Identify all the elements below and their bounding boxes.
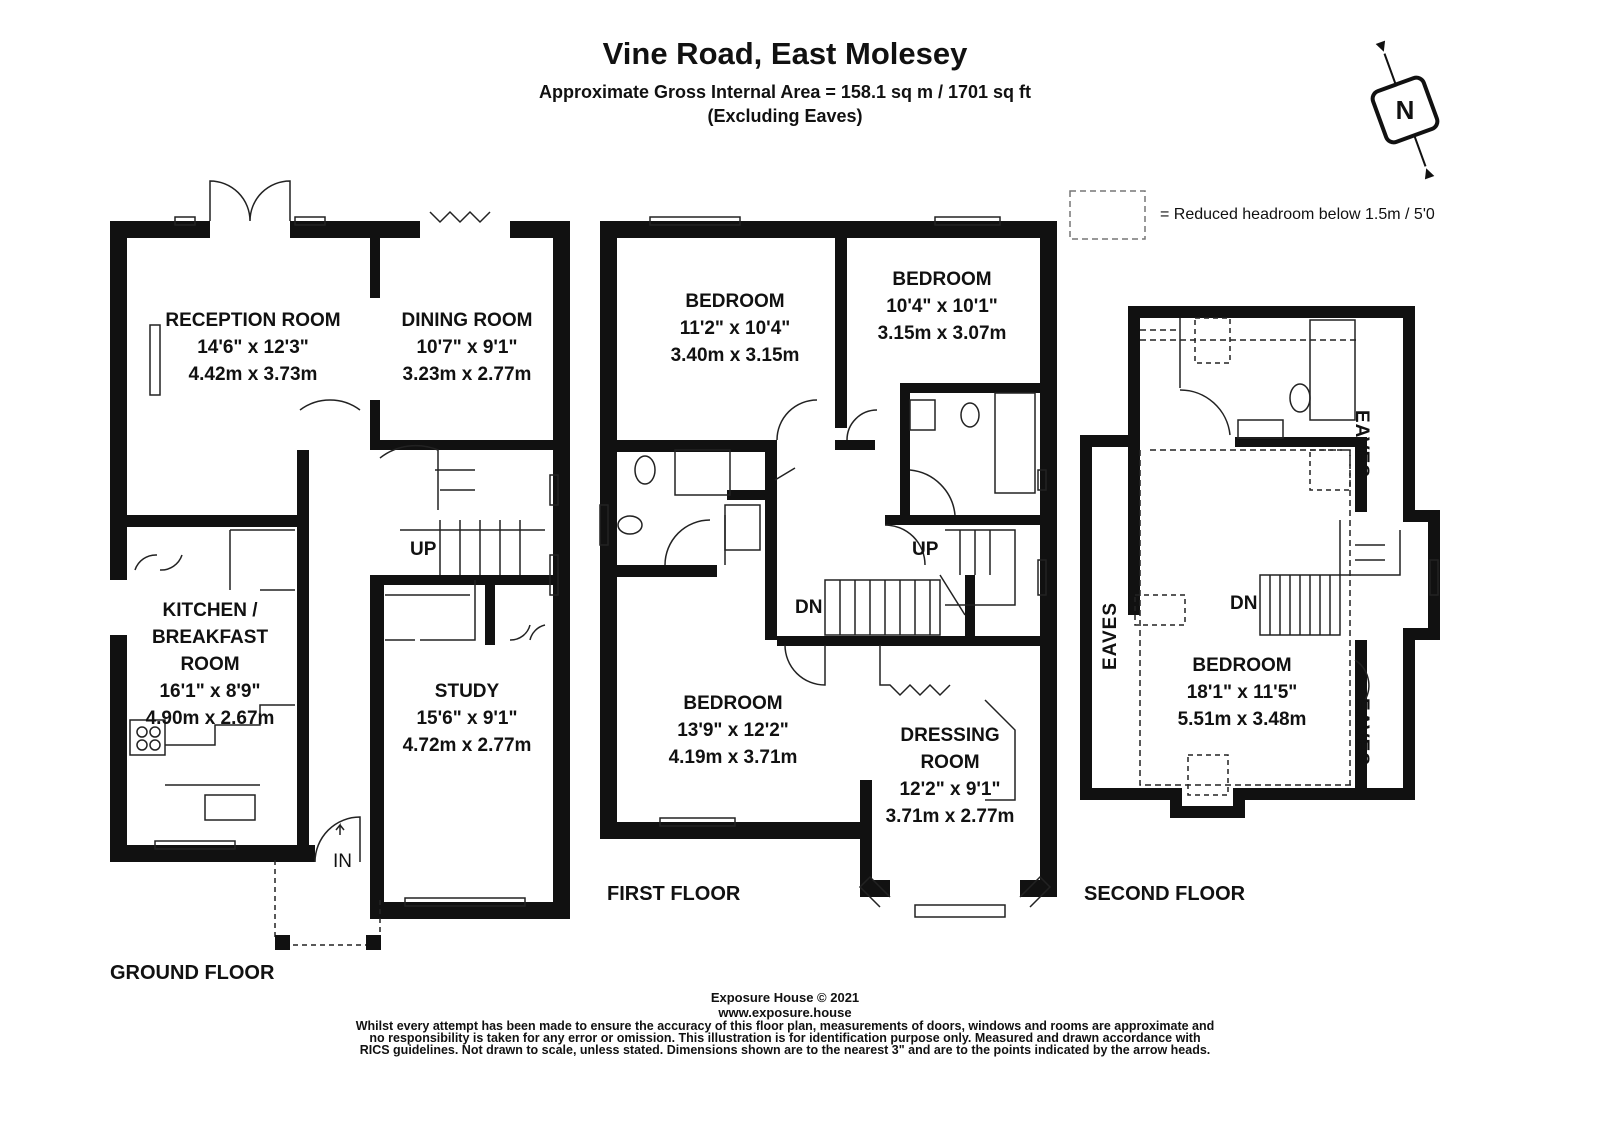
room-bedroom-attic: BEDROOM 18'1" x 11'5" 5.51m x 3.48m [1178,652,1307,733]
room-bedroom-1: BEDROOM 11'2" x 10'4" 3.40m x 3.15m [671,288,800,369]
room-size-metric: 5.51m x 3.48m [1177,709,1307,730]
stairs-up-label: UP [912,539,939,560]
second-floor-fixtures [1069,190,1439,796]
room-size-metric: 4.90m x 2.67m [145,708,275,729]
disclaimer-line: no responsibility is taken for any error… [369,1031,1201,1045]
room-name: DRESSING [900,725,1000,746]
ground-floor-label: GROUND FLOOR [110,962,275,984]
room-size-imperial: 13'9" x 12'2" [677,720,789,741]
disclaimer: Whilst every attempt has been made to en… [355,1019,1215,1057]
stairs-down-label: DN [795,597,823,618]
first-floor-label: FIRST FLOOR [607,883,741,905]
entrance-label: IN [333,851,352,872]
north-arrow-icon [1370,40,1440,180]
room-study: STUDY 15'6" x 9'1" 4.72m x 2.77m [403,678,532,759]
website: www.exposure.house [718,1005,852,1020]
room-dressing: DRESSING ROOM 12'2" x 9'1" 3.71m x 2.77m [886,722,1015,830]
room-name: RECEPTION ROOM [165,310,341,331]
room-size-metric: 3.40m x 3.15m [670,345,800,366]
eaves-label: EAVES [1351,698,1372,767]
room-size-metric: 3.23m x 2.77m [402,364,532,385]
room-name-line3: ROOM [180,654,240,675]
room-bedroom-3: BEDROOM 13'9" x 12'2" 4.19m x 3.71m [669,690,798,771]
copyright: Exposure House © 2021 [710,990,860,1005]
first-floor-fixtures [599,216,1052,918]
room-reception: RECEPTION ROOM 14'6" x 12'3" 4.42m x 3.7… [165,307,340,388]
eaves-label: EAVES [1100,601,1121,670]
second-floor-plan [1080,306,1440,818]
room-name: DINING ROOM [401,310,533,331]
room-bedroom-2: BEDROOM 10'4" x 10'1" 3.15m x 3.07m [878,266,1007,347]
ground-floor-plan [110,221,570,919]
room-size-metric: 4.19m x 3.71m [668,747,798,768]
legend-text: = Reduced headroom below 1.5m / 5'0 [1160,206,1435,223]
eaves-label: EAVES [1351,410,1372,479]
first-floor-plan [600,221,1057,897]
room-size-metric: 3.15m x 3.07m [877,323,1007,344]
gross-area: Approximate Gross Internal Area = 158.1 … [538,82,1032,102]
room-name-line2: ROOM [920,752,980,773]
room-size-imperial: 15'6" x 9'1" [416,708,518,729]
room-dining: DINING ROOM 10'7" x 9'1" 3.23m x 2.77m [402,307,533,388]
area-note: (Excluding Eaves) [707,106,863,126]
room-name: BEDROOM [892,269,992,290]
compass-label: N [1395,95,1415,125]
room-size-metric: 3.71m x 2.77m [885,806,1015,827]
room-name: BEDROOM [683,693,783,714]
plan-title: Vine Road, East Molesey [602,36,968,71]
room-size-imperial: 14'6" x 12'3" [197,337,309,358]
room-kitchen: KITCHEN / BREAKFAST ROOM 16'1" x 8'9" 4.… [146,597,275,732]
stairs-down-label: DN [1230,593,1258,614]
room-name: BEDROOM [685,291,785,312]
room-size-imperial: 10'4" x 10'1" [886,296,998,317]
disclaimer-line: RICS guidelines. Not drawn to scale, unl… [359,1043,1211,1057]
room-size-imperial: 16'1" x 8'9" [159,681,261,702]
second-floor-label: SECOND FLOOR [1084,883,1246,905]
ground-floor-fixtures [129,180,559,946]
room-name: BEDROOM [1192,655,1292,676]
room-size-imperial: 11'2" x 10'4" [679,318,791,339]
room-name: KITCHEN / [162,600,258,621]
room-name: STUDY [434,681,500,702]
room-size-imperial: 10'7" x 9'1" [416,337,518,358]
room-size-imperial: 12'2" x 9'1" [899,779,1001,800]
room-size-metric: 4.72m x 2.77m [402,735,532,756]
room-size-metric: 4.42m x 3.73m [188,364,318,385]
room-name-line2: BREAKFAST [151,627,269,648]
room-size-imperial: 18'1" x 11'5" [1186,682,1298,703]
ground-floor-posts [275,935,381,950]
stairs-up-label: UP [410,539,437,560]
disclaimer-line: Whilst every attempt has been made to en… [355,1019,1215,1033]
